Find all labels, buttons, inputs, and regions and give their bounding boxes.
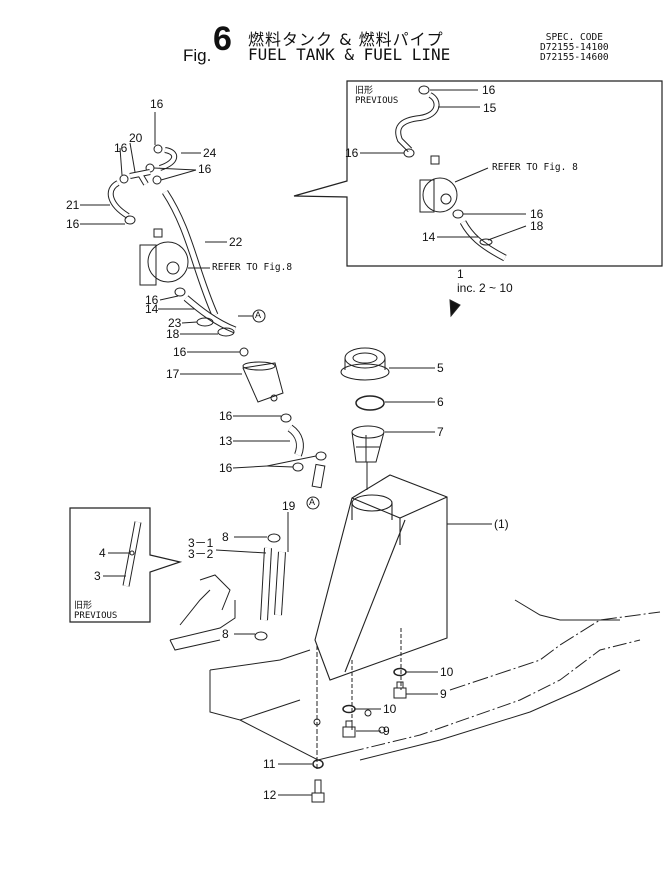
clamp-16h [280,413,292,423]
inset-pipe-3 [122,521,142,587]
callout-7: 7 [437,425,444,439]
callout-20: 20 [129,131,143,145]
callout-inset-4: 4 [99,546,106,560]
callout-10b: 10 [383,702,397,716]
callout-inset-16-top: 16 [482,83,496,97]
clamp-8b [254,631,268,641]
title-japanese: 燃料タンク & 燃料パイプ [248,30,444,49]
callout-10a: 10 [440,665,454,679]
marker-a-lower [306,496,320,510]
inset-left-label-en: PREVIOUS [74,611,118,621]
gasket-6 [355,395,385,411]
pointer-triangle [449,299,461,318]
callout-1-tank: (1) [494,517,509,531]
callout-13: 13 [219,434,233,448]
drain-plug-9a [393,681,407,699]
callout-9b: 9 [383,724,390,738]
machine-frame [169,574,661,761]
fig-prefix: Fig. [183,46,212,65]
clamp-16g [239,347,249,357]
callout-12: 12 [263,788,277,802]
clamp-8a [267,533,281,543]
figure-number: 6 [213,20,232,58]
pipe-3-2 [274,551,286,616]
callout-inset-14: 14 [422,230,436,244]
callout-8b: 8 [222,627,229,641]
callout-16d: 16 [66,217,80,231]
callout-16f: 16 [173,345,187,359]
callout-3-2: 3－2 [188,547,214,561]
refer-to-fig8: REFER TO Fig.8 [212,262,293,273]
callout-19: 19 [282,499,296,513]
callout-23: 23 [168,316,182,330]
callout-9a: 9 [440,687,447,701]
callout-22: 22 [229,235,243,249]
callout-3-1: 3－1 [188,536,214,550]
callout-inset-18: 18 [530,219,544,233]
clamp-16e [124,215,136,225]
washer-11 [312,759,324,769]
callout-inset-15: 15 [483,101,497,115]
callout-21: 21 [66,198,80,212]
pipe-segment [311,463,326,489]
callout-8a: 8 [222,530,229,544]
inset-clamp-low [452,209,464,219]
clip-18 [217,327,235,337]
fuel-pump [139,228,189,286]
clamp-16d [119,174,129,184]
clip-23 [196,317,214,327]
inset-top-label-en: PREVIOUS [355,96,399,106]
fuel-filter-17 [242,361,284,403]
spec-code-label: SPEC. CODE [545,32,603,43]
filler-cap-5 [340,347,390,381]
washer-10a [393,667,407,677]
callout-17: 17 [166,367,180,381]
assembly-part-number: 1 [457,267,464,281]
spec-code-2: D72155-14600 [540,52,609,63]
callout-11: 11 [263,757,276,771]
callout-24: 24 [203,146,217,160]
callout-5: 5 [437,361,444,375]
callout-inset-3: 3 [94,569,101,583]
clamp-16a [153,144,163,154]
marker-a-upper-label: A [255,310,262,320]
clamp-16j [292,462,304,472]
marker-a-lower-label: A [309,497,316,507]
callout-16e: 16 [145,293,159,307]
title-english: FUEL TANK & FUEL LINE [248,45,451,64]
inset-clip-18 [479,238,493,246]
callout-6: 6 [437,395,444,409]
inset-hose-15 [395,92,440,153]
inset-fuel-pump [419,155,458,213]
callout-14: 14 [145,302,159,316]
fuel-tank [314,474,448,681]
inset-hose-14 [459,220,507,262]
washer-10b [342,704,356,714]
inset-top-label-jp: 旧形 [355,86,374,96]
assembly-includes: inc. 2 ~ 10 [457,281,513,295]
callout-16b: 16 [114,141,128,155]
callout-inset-16-mid: 16 [345,146,359,160]
inset-clamp-top [418,85,430,95]
callout-16c: 16 [198,162,212,176]
clamp-16c [152,175,162,185]
clamp-16f [174,287,186,297]
callout-16a: 16 [150,97,164,111]
callout-18: 18 [166,327,180,341]
pipe-3-1 [260,547,272,621]
drain-plug-9b [342,720,356,738]
spec-code-block: SPEC. CODE D72155-14100 D72155-14600 [540,33,609,63]
clamp-16i [315,451,327,461]
inset-left-label-jp: 旧形 [74,601,93,611]
callout-inset-16-low: 16 [530,207,544,221]
inset-top-frame [293,80,663,267]
bolt-12 [311,779,325,803]
spec-code-1: D72155-14100 [540,42,609,53]
strainer-7 [351,425,385,463]
inset-top-refer-fig8: REFER TO Fig. 8 [492,162,578,173]
inset-left-frame [69,507,183,623]
inset-hole-4 [129,550,135,556]
callout-16h: 16 [219,461,233,475]
callout-16g: 16 [219,409,233,423]
